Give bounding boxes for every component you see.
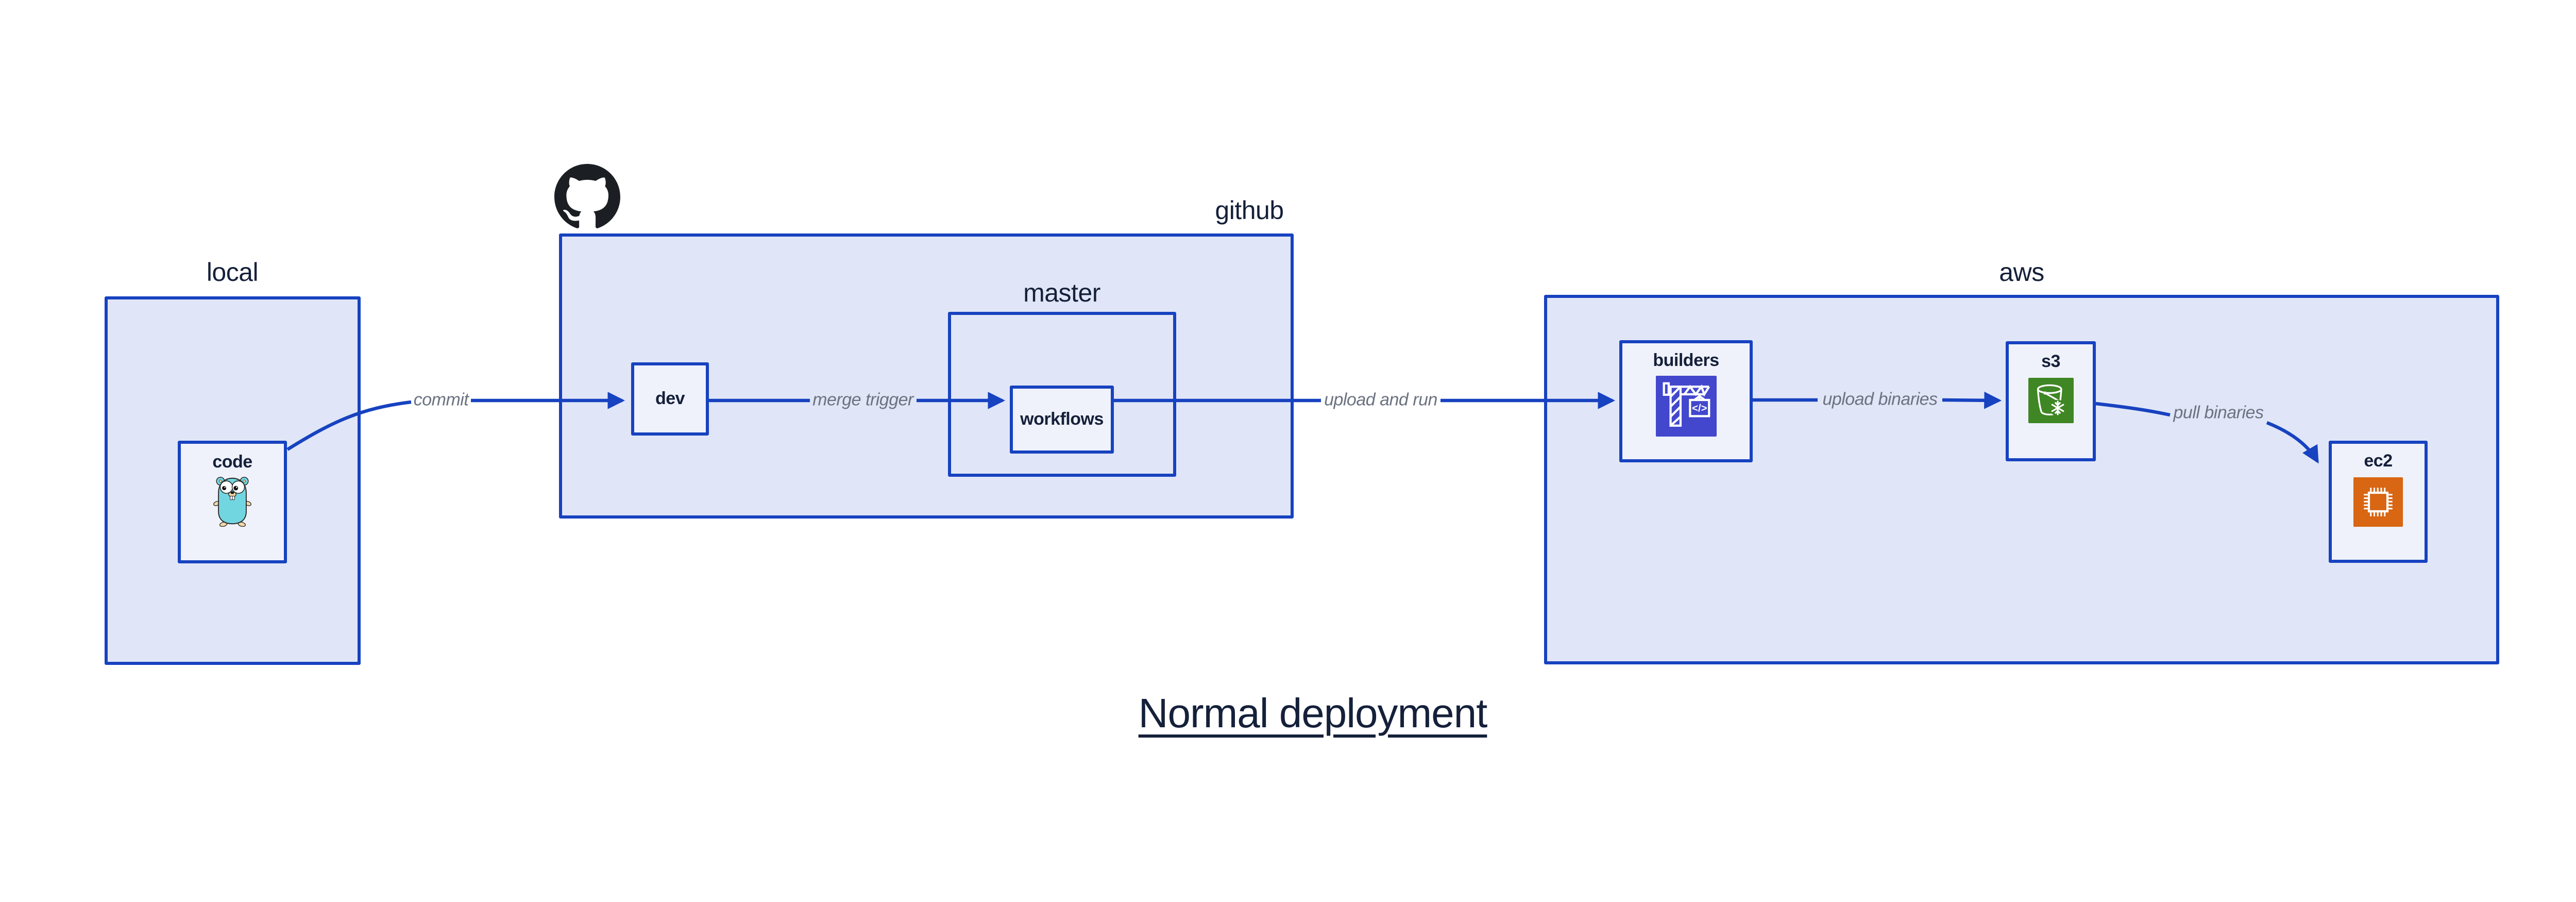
node-ec2-label: ec2 bbox=[2364, 451, 2393, 471]
node-workflows: workflows bbox=[1010, 386, 1114, 454]
go-gopher-icon bbox=[213, 477, 251, 527]
node-dev-label: dev bbox=[655, 389, 685, 409]
aws-ec2-chip-icon bbox=[2353, 477, 2403, 527]
container-master-label: master bbox=[1023, 278, 1100, 307]
node-s3-label: s3 bbox=[2041, 352, 2060, 371]
aws-codebuild-icon: </> bbox=[1655, 376, 1717, 437]
node-workflows-label: workflows bbox=[1020, 409, 1104, 429]
svg-text:</>: </> bbox=[1692, 403, 1707, 414]
aws-s3-glacier-bucket-icon bbox=[2028, 378, 2074, 424]
github-octocat-logo-icon bbox=[554, 164, 620, 228]
node-builders-label: builders bbox=[1653, 350, 1719, 370]
node-s3: s3 bbox=[2006, 341, 2096, 461]
node-builders: builders </> bbox=[1619, 340, 1753, 462]
container-local-label: local bbox=[206, 258, 259, 287]
edge-merge-trigger-label: merge trigger bbox=[812, 390, 913, 410]
container-github-label: github bbox=[1215, 196, 1284, 225]
node-code: code bbox=[178, 441, 287, 563]
container-aws-label: aws bbox=[1999, 258, 2044, 287]
edge-pull-binaries-label: pull binaries bbox=[2173, 403, 2264, 423]
node-code-label: code bbox=[212, 452, 252, 472]
page-title: Normal deployment bbox=[1138, 690, 1488, 736]
edge-commit-label: commit bbox=[413, 390, 469, 410]
edge-upload-and-run-label: upload and run bbox=[1324, 390, 1437, 410]
node-dev: dev bbox=[631, 362, 709, 436]
node-ec2: ec2 bbox=[2329, 441, 2428, 563]
edge-upload-binaries-label: upload binaries bbox=[1822, 389, 1938, 409]
